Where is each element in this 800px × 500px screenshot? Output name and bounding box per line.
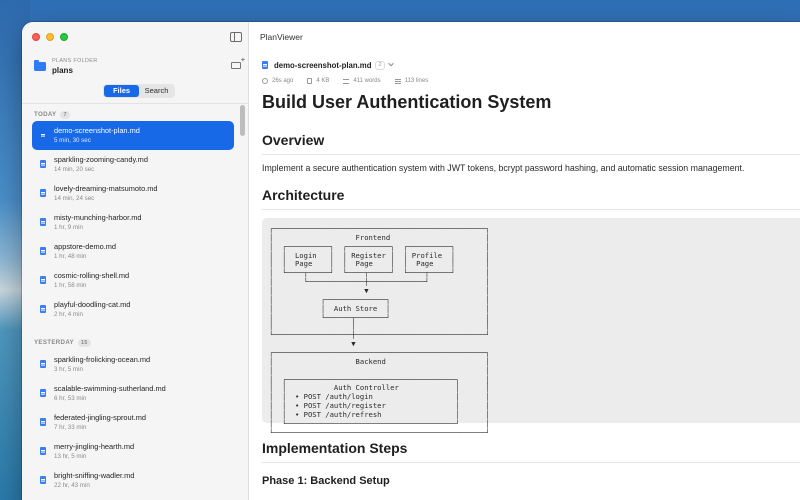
list-item-time: 14 min, 24 sec bbox=[54, 195, 95, 202]
list-item-time: 14 min, 20 sec bbox=[54, 166, 95, 173]
list-item-name: playful-doodling-cat.md bbox=[54, 300, 131, 309]
document-icon bbox=[40, 389, 46, 397]
list-item[interactable]: appstore-demo.md 1 hr, 48 min bbox=[32, 237, 234, 266]
zoom-window-button[interactable] bbox=[60, 33, 68, 41]
document-icon bbox=[40, 189, 46, 197]
document-icon bbox=[40, 360, 46, 368]
document-icon bbox=[40, 418, 46, 426]
list-item-time: 3 hr, 5 min bbox=[54, 366, 83, 373]
app-title: PlanViewer bbox=[260, 32, 303, 42]
window-controls bbox=[32, 33, 68, 41]
text-icon bbox=[343, 78, 350, 84]
tab-files[interactable]: Files bbox=[104, 85, 139, 97]
list-item-name: scalable-swimming-sutherland.md bbox=[54, 384, 166, 393]
list-item[interactable]: lovely-dreaming-matsumoto.md 14 min, 24 … bbox=[32, 179, 234, 208]
list-item-name: demo-screenshot-plan.md bbox=[54, 126, 140, 135]
clock-icon bbox=[262, 78, 268, 84]
chevron-down-icon[interactable] bbox=[387, 60, 394, 67]
document-icon bbox=[262, 61, 268, 69]
list-item[interactable]: merry-jingling-hearth.md 13 hr, 5 min bbox=[32, 437, 234, 466]
file-size-icon bbox=[307, 78, 313, 84]
list-item-name: federated-jingling-sprout.md bbox=[54, 413, 147, 422]
architecture-diagram-text: ┌───────────────────────────────────────… bbox=[269, 224, 490, 437]
list-item-time: 5 min, 30 sec bbox=[54, 137, 91, 144]
meta-size: 4 KB bbox=[316, 78, 330, 84]
document-icon bbox=[40, 160, 46, 168]
folder-label: PLANS FOLDER bbox=[52, 58, 98, 64]
heading-architecture: Architecture bbox=[262, 187, 345, 203]
list-item-name: cosmic-rolling-shell.md bbox=[54, 271, 130, 280]
list-item[interactable]: sparkling-zooming-candy.md 14 min, 20 se… bbox=[32, 150, 234, 179]
sidebar-scrollbar[interactable] bbox=[240, 105, 245, 136]
list-item-time: 7 hr, 33 min bbox=[54, 424, 87, 431]
list-item[interactable]: demo-screenshot-plan.md 5 min, 30 sec bbox=[32, 121, 234, 150]
list-item[interactable]: misty-munching-harbor.md 1 hr, 9 min bbox=[32, 208, 234, 237]
heading-rule bbox=[262, 209, 800, 210]
meta-age: 26s ago bbox=[272, 78, 294, 84]
list-item-name: lovely-dreaming-matsumoto.md bbox=[54, 184, 158, 193]
heading-phase-1: Phase 1: Backend Setup bbox=[262, 475, 390, 487]
main-content: PlanViewer demo-screenshot-plan.md 2 26s… bbox=[250, 22, 800, 500]
document-icon bbox=[40, 247, 46, 255]
document-title: Build User Authentication System bbox=[262, 92, 552, 112]
list-item[interactable]: playful-doodling-cat.md 2 hr, 4 min bbox=[32, 295, 234, 324]
list-item-time: 13 hr, 5 min bbox=[54, 453, 87, 460]
meta-lines: 113 lines bbox=[404, 78, 429, 84]
current-file-name: demo-screenshot-plan.md bbox=[274, 60, 372, 70]
sidebar-mode-switch: Files Search bbox=[103, 84, 175, 98]
list-item[interactable]: sparkling-frolicking-ocean.md 3 hr, 5 mi… bbox=[32, 350, 234, 379]
heading-rule bbox=[262, 154, 800, 155]
sidebar-toggle-icon[interactable] bbox=[230, 32, 242, 42]
list-item[interactable]: federated-jingling-sprout.md 7 hr, 33 mi… bbox=[32, 408, 234, 437]
list-item-time: 1 hr, 58 min bbox=[54, 282, 87, 289]
section-count-badge: 7 bbox=[60, 111, 70, 119]
document-icon bbox=[40, 131, 46, 139]
document-icon bbox=[40, 447, 46, 455]
list-item-time: 6 hr, 53 min bbox=[54, 395, 87, 402]
list-item-time: 2 hr, 4 min bbox=[54, 311, 83, 318]
list-item-name: merry-jingling-hearth.md bbox=[54, 442, 135, 451]
meta-words: 411 words bbox=[353, 78, 381, 84]
list-item-time: 22 hr, 43 min bbox=[54, 482, 90, 489]
list-item-time: 1 hr, 48 min bbox=[54, 253, 87, 260]
close-window-button[interactable] bbox=[32, 33, 40, 41]
list-item[interactable]: bright-sniffing-wadler.md 22 hr, 43 min bbox=[32, 466, 234, 495]
heading-rule bbox=[262, 462, 800, 463]
list-item-name: misty-munching-harbor.md bbox=[54, 213, 142, 222]
list-item-name: bright-sniffing-wadler.md bbox=[54, 471, 135, 480]
folder-icon bbox=[34, 60, 46, 71]
list-item[interactable]: scalable-swimming-sutherland.md 6 hr, 53… bbox=[32, 379, 234, 408]
folder-name: plans bbox=[52, 66, 73, 75]
sidebar-divider bbox=[22, 103, 249, 104]
document-icon bbox=[40, 218, 46, 226]
heading-implementation: Implementation Steps bbox=[262, 440, 408, 456]
change-folder-icon[interactable] bbox=[231, 57, 245, 69]
minimize-window-button[interactable] bbox=[46, 33, 54, 41]
document-icon bbox=[40, 305, 46, 313]
section-count-badge: 15 bbox=[77, 339, 91, 347]
heading-overview: Overview bbox=[262, 132, 325, 148]
list-item-name: sparkling-frolicking-ocean.md bbox=[54, 355, 151, 364]
document-icon bbox=[40, 476, 46, 484]
file-picker[interactable]: demo-screenshot-plan.md 2 bbox=[262, 59, 394, 71]
document-icon bbox=[40, 276, 46, 284]
tab-search[interactable]: Search bbox=[144, 86, 169, 95]
file-version-badge: 2 bbox=[375, 60, 385, 70]
file-meta: 26s ago 4 KB 411 words 113 lines bbox=[262, 78, 442, 84]
plans-folder-row[interactable]: PLANS FOLDER plans bbox=[33, 57, 245, 79]
list-item-time: 1 hr, 9 min bbox=[54, 224, 83, 231]
lines-icon bbox=[394, 78, 401, 84]
architecture-code-block: ┌───────────────────────────────────────… bbox=[262, 218, 800, 437]
list-item-name: appstore-demo.md bbox=[54, 242, 117, 251]
list-item-name: sparkling-zooming-candy.md bbox=[54, 155, 148, 164]
list-item[interactable]: cosmic-rolling-shell.md 1 hr, 58 min bbox=[32, 266, 234, 295]
overview-paragraph: Implement a secure authentication system… bbox=[262, 163, 745, 173]
